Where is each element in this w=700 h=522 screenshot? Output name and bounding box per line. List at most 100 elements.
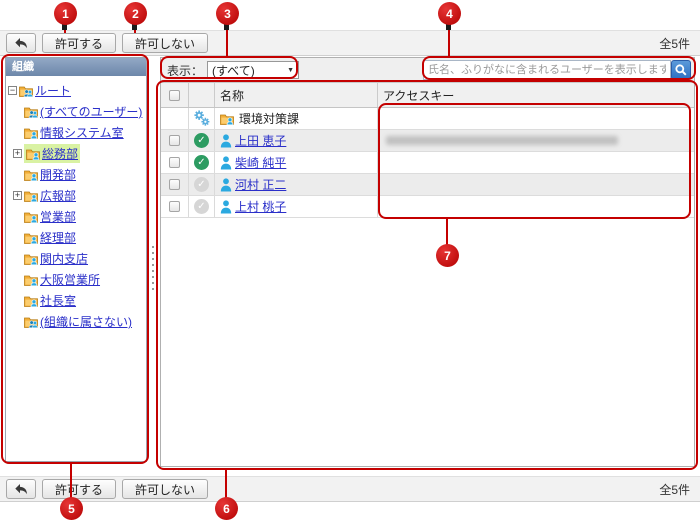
tree-item-osaka-office: 大阪営業所 <box>6 269 146 290</box>
top-toolbar: 許可する 許可しない 全5件 <box>0 30 700 56</box>
table-row: ✓ 柴崎 純平 <box>161 152 694 174</box>
tree-item-general-affairs: + 総務部 <box>6 143 146 164</box>
tree-item-root: − ルート <box>6 80 146 101</box>
folder-user-icon <box>24 233 38 244</box>
deny-button[interactable]: 許可しない <box>122 479 209 499</box>
search-button[interactable] <box>671 60 691 80</box>
tree-item-link[interactable]: ルート <box>35 84 72 98</box>
tree-item-sales: 営業部 <box>6 206 146 227</box>
gears-icon <box>194 110 210 126</box>
access-key-cell <box>377 130 694 151</box>
folder-user-icon <box>24 128 38 139</box>
callout-marker-2: 2 <box>124 2 147 25</box>
back-arrow-icon <box>15 484 27 495</box>
callout-stub-1 <box>62 23 67 30</box>
tree-item-link[interactable]: 開発部 <box>40 168 77 182</box>
tree-item-link[interactable]: 営業部 <box>40 210 77 224</box>
allowed-status-icon: ✓ <box>194 133 209 148</box>
org-sidebar: 組織 − ルート (すべてのユーザー) 情報システム室 + 総務部 <box>5 57 147 462</box>
callout-marker-4: 4 <box>438 2 461 25</box>
table-row: ✓ 上田 恵子 <box>161 130 694 152</box>
folder-user-icon <box>26 149 40 160</box>
not-allowed-status-icon: ✓ <box>194 199 209 214</box>
callout-marker-1: 1 <box>54 2 77 25</box>
chevron-down-icon: ▼ <box>287 66 295 74</box>
user-name-link[interactable]: 柴崎 純平 <box>235 156 287 170</box>
allow-button[interactable]: 許可する <box>42 33 117 53</box>
sidebar-title: 組織 <box>6 58 146 76</box>
allow-button[interactable]: 許可する <box>42 479 117 499</box>
name-column-header: 名称 <box>214 83 377 107</box>
back-arrow-icon <box>15 38 27 49</box>
back-button[interactable] <box>6 33 36 53</box>
user-search-input[interactable] <box>423 60 671 80</box>
tree-item-link[interactable]: 社長室 <box>40 294 77 308</box>
tree-item-accounting: 経理部 <box>6 227 146 248</box>
folder-user-icon <box>24 254 38 265</box>
table-row: ✓ 上村 桃子 <box>161 196 694 218</box>
display-filter-label: 表示： <box>167 63 204 78</box>
folder-users-icon <box>24 107 38 118</box>
total-count-top: 全5件 <box>659 36 690 51</box>
user-icon <box>220 177 232 191</box>
tree-item-link[interactable]: 広報部 <box>40 189 77 203</box>
search-icon <box>675 64 687 76</box>
tree-item-all-users: (すべてのユーザー) <box>6 101 146 122</box>
user-icon <box>220 199 232 213</box>
user-name-link[interactable]: 上村 桃子 <box>235 200 287 214</box>
table-header: 名称 アクセスキー <box>161 83 694 108</box>
tree-item-info-systems: 情報システム室 <box>6 122 146 143</box>
tree-item-development: 開発部 <box>6 164 146 185</box>
folder-user-icon <box>24 170 38 181</box>
table-row: ✓ 河村 正二 <box>161 174 694 196</box>
user-name-link[interactable]: 上田 恵子 <box>235 134 287 148</box>
tree-item-presidents-office: 社長室 <box>6 290 146 311</box>
row-checkbox[interactable] <box>169 157 180 168</box>
tree-item-link[interactable]: 経理部 <box>40 231 77 245</box>
folder-user-icon <box>220 114 234 125</box>
folder-user-icon <box>24 275 38 286</box>
tree-item-link[interactable]: 関内支店 <box>40 252 89 266</box>
user-icon <box>220 133 232 147</box>
tree-expand-icon[interactable]: + <box>13 148 22 158</box>
select-all-checkbox[interactable] <box>169 89 180 101</box>
access-key-cell <box>377 174 694 195</box>
not-allowed-status-icon: ✓ <box>194 177 209 192</box>
row-checkbox[interactable] <box>169 135 180 146</box>
table-row: 環境対策課 <box>161 108 694 130</box>
redacted-access-key <box>386 136 618 145</box>
display-filter-select[interactable]: (すべて) ▼ <box>207 61 300 79</box>
display-filter-value: (すべて) <box>212 63 255 78</box>
bottom-toolbar: 許可する 許可しない 全5件 <box>0 476 700 502</box>
callout-stub-4 <box>446 23 451 30</box>
tree-item-pr: + 広報部 <box>6 185 146 206</box>
total-count-bottom: 全5件 <box>659 482 690 497</box>
filter-bar: 表示： (すべて) ▼ <box>161 58 694 83</box>
tree-expand-icon[interactable]: + <box>13 190 22 200</box>
tree-item-link[interactable]: 大阪営業所 <box>40 273 101 287</box>
row-checkbox[interactable] <box>169 179 180 190</box>
tree-item-link[interactable]: 情報システム室 <box>40 126 124 140</box>
callout-marker-3: 3 <box>216 2 239 25</box>
row-checkbox[interactable] <box>169 201 180 212</box>
status-column-header <box>188 83 214 107</box>
allowed-status-icon: ✓ <box>194 155 209 170</box>
folder-user-icon <box>24 191 38 202</box>
access-key-column-header: アクセスキー <box>377 83 694 107</box>
back-button[interactable] <box>6 479 36 499</box>
folder-user-icon <box>24 296 38 307</box>
panel-resize-handle[interactable] <box>152 246 154 292</box>
deny-button[interactable]: 許可しない <box>122 33 209 53</box>
callout-stub-3 <box>224 23 229 30</box>
access-key-cell <box>377 152 694 173</box>
tree-collapse-icon[interactable]: − <box>8 85 17 95</box>
org-tree: − ルート (すべてのユーザー) 情報システム室 + 総務部 <box>6 76 146 332</box>
tree-item-link[interactable]: (組織に属さない) <box>40 315 132 329</box>
tree-item-link[interactable]: 総務部 <box>42 147 79 161</box>
user-name-link[interactable]: 河村 正二 <box>235 178 287 192</box>
tree-item-kannai-branch: 関内支店 <box>6 248 146 269</box>
tree-item-link[interactable]: (すべてのユーザー) <box>40 105 143 119</box>
user-icon <box>220 155 232 169</box>
callout-stub-2 <box>132 23 137 30</box>
